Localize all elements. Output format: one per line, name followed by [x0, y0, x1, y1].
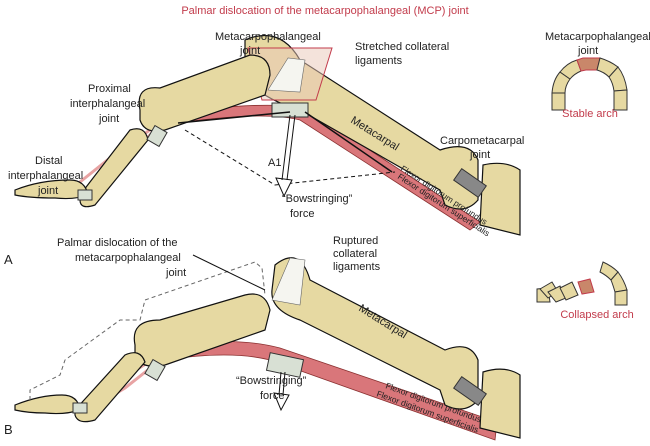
bowstring-arrow-b: [273, 371, 290, 412]
dip-label-line3: joint: [37, 185, 58, 197]
a3-pulley: [146, 124, 168, 148]
force-label-b-line2: force: [260, 390, 284, 402]
bowstring-arrow: [275, 114, 296, 198]
a1-pulley-label: A1: [268, 157, 281, 169]
cmc-label-line2: joint: [469, 149, 490, 161]
cmc-plate-b: [453, 375, 487, 407]
pip-label: Proximal: [88, 83, 131, 95]
middle-phalanx: [79, 128, 149, 208]
proximal-phalanx-b: [133, 293, 271, 367]
dislocation-label: Palmar dislocation of the: [57, 237, 177, 249]
ruptured-label-line3: ligaments: [333, 261, 381, 273]
pip-label-line2: interphalangeal: [70, 98, 145, 110]
ruptured-label-line2: collateral: [333, 248, 377, 260]
collateral-ligaments: [267, 57, 306, 93]
arch-mcp-label: Metacarpophalangeal: [545, 31, 650, 43]
carpal-bone-b: [479, 368, 521, 439]
cmc-label: Carpometacarpal: [440, 135, 524, 147]
ruptured-label: Ruptured: [333, 235, 378, 247]
distal-phalanx-b: [14, 394, 81, 415]
dislocation-label-line3: joint: [165, 267, 186, 279]
middle-phalanx-b: [74, 352, 146, 423]
skin-outline: [29, 261, 266, 400]
ligament-label: Stretched collateral: [355, 41, 449, 53]
stable-arch-caption: Stable arch: [562, 108, 618, 120]
dislocation-label-line2: metacarpophalangeal: [75, 252, 181, 264]
cmc-plate: [453, 167, 487, 199]
figure-title: Palmar dislocation of the metacarpophala…: [181, 5, 468, 17]
mcp-label-line2: joint: [239, 45, 260, 57]
stable-arch: [551, 57, 628, 111]
mcp-label: Metacarpophalangeal: [215, 31, 321, 43]
panel-b-letter: B: [4, 422, 13, 437]
dislocation-leader: [192, 254, 266, 291]
force-label-b: “Bowstringing”: [236, 375, 307, 387]
force-label-line2: force: [290, 208, 314, 220]
pip-label-line3: joint: [98, 113, 119, 125]
panel-a: Metacarpophalangeal joint Stretched coll…: [4, 31, 650, 267]
panel-a-letter: A: [4, 252, 13, 267]
a3-pulley-b: [144, 358, 166, 382]
ruptured-ligaments: [271, 257, 306, 306]
proximal-phalanx: [138, 54, 271, 132]
arch-mcp-label-line2: joint: [577, 45, 598, 57]
a5-pulley: [77, 189, 93, 201]
ligament-label-line2: ligaments: [355, 55, 403, 67]
a1-pulley: [271, 102, 309, 118]
collapsed-arch: [536, 261, 628, 306]
a1-pulley-b: [265, 352, 305, 378]
tendon-force-arrows: [177, 111, 393, 173]
dip-label-line2: interphalangeal: [8, 170, 83, 182]
dip-label: Distal: [35, 155, 63, 167]
carpal-bone: [479, 162, 521, 236]
force-label: “Bowstringing”: [282, 193, 353, 205]
collapsed-arch-caption: Collapsed arch: [560, 309, 633, 321]
panel-b: Ruptured collateral ligaments Palmar dis…: [4, 235, 634, 441]
bowstring-dashes: [184, 129, 396, 186]
a5-pulley-b: [72, 402, 88, 414]
